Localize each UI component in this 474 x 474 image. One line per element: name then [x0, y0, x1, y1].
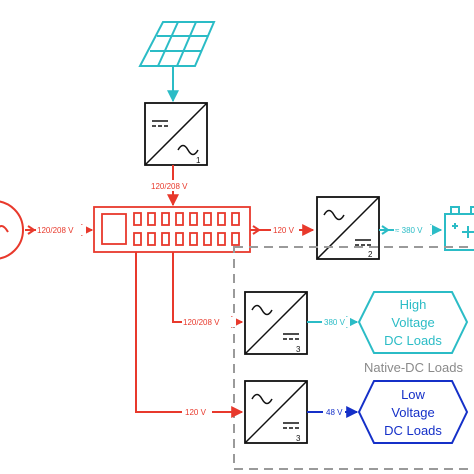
grid-voltage-label: 120/208 V — [37, 226, 74, 235]
native-dc-loads-title: Native-DC Loads — [364, 360, 463, 375]
panel-to-lv-converter-wire — [135, 252, 244, 418]
dc-symbol-icon — [355, 239, 371, 246]
ac-source-icon — [0, 200, 24, 260]
lv-loads-line2: Voltage — [391, 405, 434, 420]
dc-symbol-icon — [283, 422, 299, 429]
dc-symbol-icon — [152, 120, 168, 127]
ac-symbol-icon — [177, 144, 199, 156]
converter-number: 1 — [196, 156, 201, 165]
battery-icon — [444, 206, 474, 251]
battery-voltage-label: ≈ 380 V — [395, 226, 423, 235]
lv-dc-converter: 3 — [244, 380, 308, 444]
lv-output-voltage-label: 48 V — [326, 408, 343, 417]
battery-converter-voltage-label: 120 V — [273, 226, 295, 235]
pv-voltage-label: 120/208 V — [151, 182, 188, 191]
hv-dc-converter: 3 — [244, 291, 308, 355]
ac-symbol-icon — [323, 209, 345, 221]
hv-loads-line3: DC Loads — [384, 333, 442, 348]
converter-number: 3 — [296, 345, 301, 354]
hv-loads-line1: High — [400, 297, 427, 312]
dc-symbol-icon — [283, 333, 299, 340]
hv-loads-line2: Voltage — [391, 315, 434, 330]
panel-to-hv-converter-wire — [172, 252, 244, 328]
native-dc-loads-group — [233, 246, 474, 470]
solar-panel-icon — [138, 21, 216, 67]
hv-output-voltage-label: 380 V — [324, 318, 346, 327]
lv-loads-line3: DC Loads — [384, 423, 442, 438]
ac-symbol-icon — [251, 304, 273, 316]
hv-converter-voltage-label: 120/208 V — [183, 318, 220, 327]
distribution-panel-icon — [93, 206, 251, 253]
high-voltage-dc-loads: High Voltage DC Loads — [357, 291, 469, 354]
lv-loads-line1: Low — [401, 387, 425, 402]
low-voltage-dc-loads: Low Voltage DC Loads — [357, 380, 469, 444]
lv-converter-voltage-label: 120 V — [185, 408, 207, 417]
ac-symbol-icon — [251, 393, 273, 405]
battery-converter: 2 — [316, 196, 380, 260]
converter-number: 2 — [368, 250, 373, 259]
converter-number: 3 — [296, 434, 301, 443]
pv-inverter: 1 — [144, 102, 208, 166]
